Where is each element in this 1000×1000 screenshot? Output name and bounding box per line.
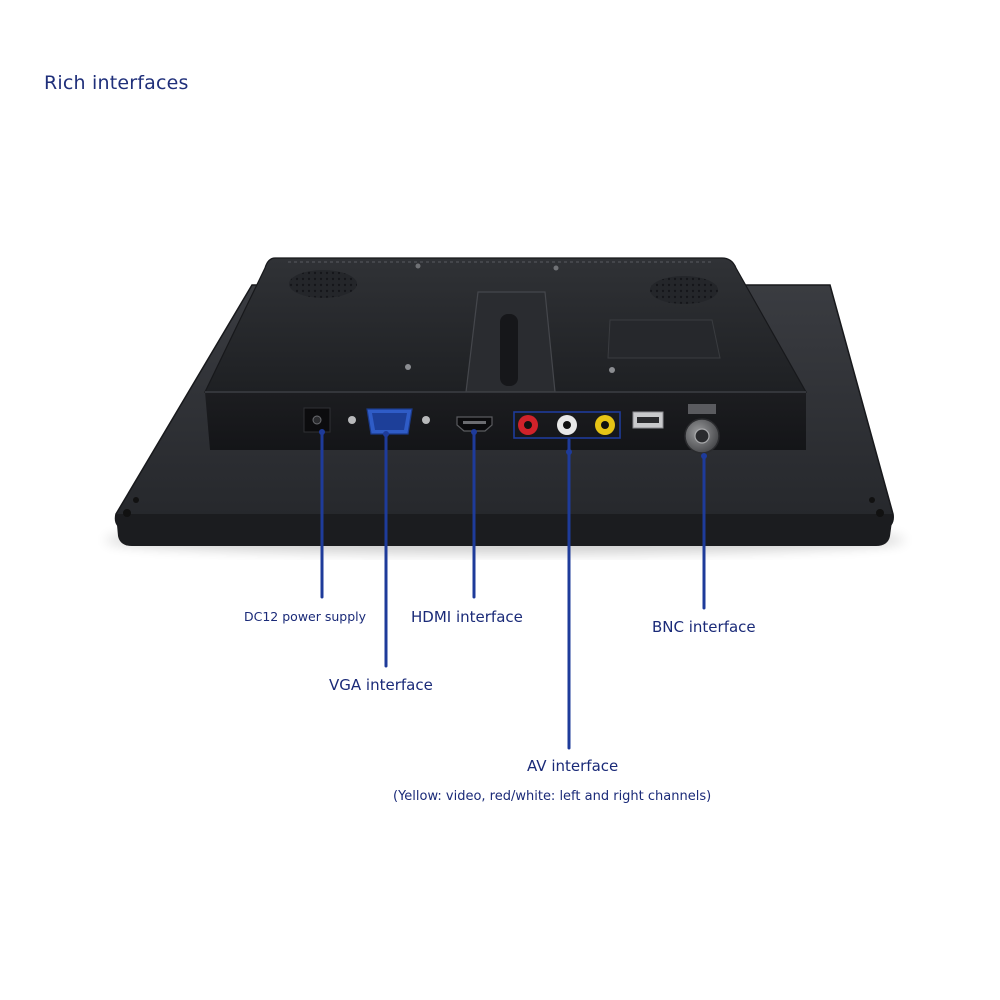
screw-icon <box>876 509 884 517</box>
dc-power-label: DC12 power supply <box>244 609 367 624</box>
frame-edge <box>116 514 893 546</box>
dc-power-port <box>303 407 331 433</box>
hdmi-label: HDMI interface <box>411 608 523 626</box>
av-label: AV interface <box>527 757 619 775</box>
screw-icon <box>348 416 356 424</box>
av-note-label: (Yellow: video, red/white: left and righ… <box>393 789 712 804</box>
label-plate <box>607 319 721 359</box>
port-panel <box>205 392 806 450</box>
av-port-group-outline <box>513 411 621 439</box>
screw-icon <box>405 364 411 370</box>
screw-icon <box>133 497 139 503</box>
screw-icon <box>422 416 430 424</box>
bracket-slot <box>500 314 518 386</box>
screw-icon <box>609 367 615 373</box>
screw-icon <box>869 497 875 503</box>
callout-lines <box>320 432 706 750</box>
screw-icon <box>415 263 421 269</box>
page-title: Rich interfaces <box>44 72 189 94</box>
screw-icon <box>553 265 559 271</box>
vga-label: VGA interface <box>329 676 433 694</box>
bnc-label: BNC interface <box>652 618 756 636</box>
screw-icon <box>123 509 131 517</box>
